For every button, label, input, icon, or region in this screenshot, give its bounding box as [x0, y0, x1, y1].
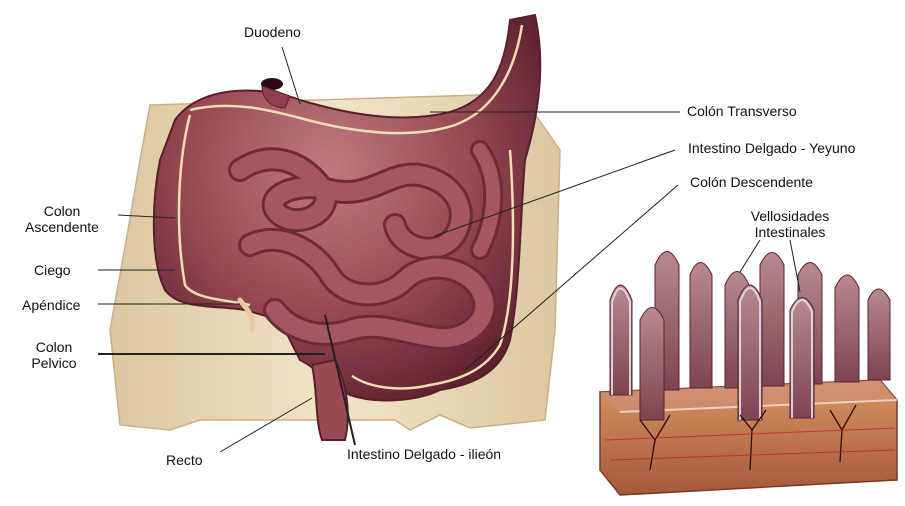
label-apendice: Apéndice — [22, 297, 80, 313]
label-colon-pelvico-line1: Colon — [18, 339, 90, 355]
label-colon-pelvico-line2: Pelvico — [18, 355, 90, 371]
label-recto: Recto — [166, 452, 203, 468]
label-intestino-yeyuno: Intestino Delgado - Yeyuno — [688, 140, 855, 156]
villi-inset — [600, 252, 897, 496]
label-colon-ascendente-line1: Colon — [14, 203, 110, 219]
leader-vellosidades-a — [740, 240, 760, 272]
label-vellosidades-line2: Intestinales — [728, 224, 852, 240]
label-intestino-ileon: Intestino Delgado - ilieón — [347, 446, 501, 462]
label-colon-descendente: Colón Descendente — [690, 174, 813, 190]
label-colon-ascendente-line2: Ascendente — [14, 219, 110, 235]
label-colon-transverso: Colón Transverso — [687, 103, 797, 119]
label-ciego: Ciego — [34, 262, 71, 278]
label-duodeno: Duodeno — [244, 24, 301, 40]
leader-vellosidades-b — [790, 240, 800, 292]
label-vellosidades-line1: Vellosidades — [728, 208, 852, 224]
